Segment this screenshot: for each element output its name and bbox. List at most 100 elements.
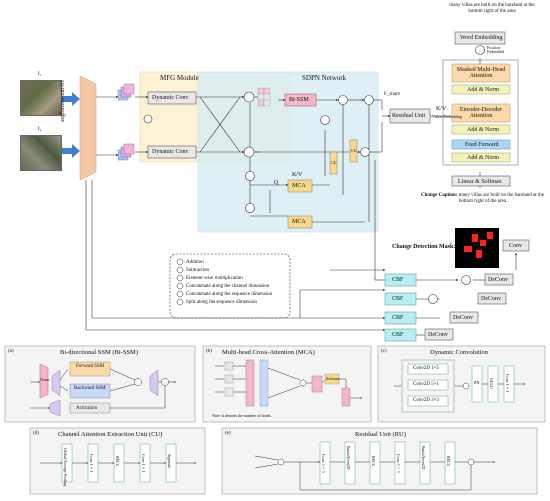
d-gap-label: Global Average Pooling xyxy=(63,448,68,487)
d-sigmoid-label: Sigmoid xyxy=(167,454,172,468)
dynamic-conv-bottom-label: Dynamic Conv xyxy=(152,149,189,155)
panel-a-title: Bi-directional SSM (Bi-SSM) xyxy=(60,349,139,356)
input-arrow-bottom xyxy=(62,144,80,158)
b-reshape-box-2 xyxy=(259,359,269,407)
cbf-label-1: CBF xyxy=(392,277,404,283)
panel-d-tag: (d) xyxy=(33,431,39,436)
c-conv1x5-label: Conv2D 1×5 xyxy=(413,366,440,371)
kv-decoder-label: K/V xyxy=(436,106,447,112)
change-caption-text: Change Caption: many villas are built on… xyxy=(420,193,545,205)
change-caption-body: many villas are built on the bareland at… xyxy=(458,193,545,204)
legend-split: Split along the sequence dimension xyxy=(186,300,257,305)
b-scaling-box xyxy=(311,375,323,393)
operator-nodes xyxy=(143,45,485,304)
c-conv3x3-label: Conv2D 3×3 xyxy=(413,398,440,403)
cu-left-label: CU xyxy=(331,160,337,165)
input-arrow-top xyxy=(62,92,80,106)
feature-cube-top xyxy=(117,83,135,101)
cbf-label-2: CBF xyxy=(392,296,404,302)
cu-right-label: CU xyxy=(351,148,357,153)
residual-unit-box xyxy=(389,108,431,124)
cbf-box-3 xyxy=(384,311,417,325)
b-mult-op xyxy=(299,379,307,387)
add-norm-box-2 xyxy=(451,124,511,135)
change-caption-heading: Change Caption: xyxy=(420,193,458,198)
legend-subtraction: Subtraction xyxy=(186,268,210,273)
panel-a-tag: (a) xyxy=(8,349,14,354)
a-linear-trap xyxy=(51,369,61,397)
c-conv1x1-label: Conv 1×1 xyxy=(505,374,510,393)
e-add-op xyxy=(467,458,475,466)
b-softmax-label: Softmax xyxy=(326,376,340,381)
panel-e-title: Residual Unit (RU) xyxy=(355,431,406,438)
cbf-box-4 xyxy=(384,328,417,342)
sdpn-network-title: SDPN Network xyxy=(302,74,347,82)
kv-label: K/V xyxy=(292,172,303,178)
linear-softmax-box xyxy=(451,175,511,187)
vision-embedding-label: Vision Embedding xyxy=(432,114,462,119)
conv-label: Conv xyxy=(509,243,523,249)
e-relu1-label: RELU xyxy=(371,456,376,467)
concat-token-grid xyxy=(257,87,271,107)
c-conv5x1-box xyxy=(407,379,449,391)
a-forward-ssm-label: Forward SSM xyxy=(76,364,105,369)
deconv-label-1: DeConv xyxy=(488,277,508,283)
bi-ssm-label: Bi-SSM xyxy=(289,97,309,103)
cu-box-left xyxy=(329,151,338,175)
d-conv2-label: Conv 1×1 xyxy=(141,454,146,473)
deconv-box-3 xyxy=(449,311,479,324)
segformer-label: segformer-mit-b1 xyxy=(60,79,66,122)
c-conv1x5-box xyxy=(407,363,449,375)
a-act-trap xyxy=(49,399,61,417)
panel-c-tag: (c) xyxy=(381,349,387,354)
cu-box-right xyxy=(349,139,358,163)
b-reshape-box-1 xyxy=(245,359,255,407)
dynamic-conv-top-label: Dynamic Conv xyxy=(152,95,189,101)
change-mask-regions xyxy=(464,232,493,258)
panel-d-title: Channel Attention Extraction Unit (CU) xyxy=(58,431,163,438)
legend-symbols xyxy=(176,258,184,306)
legend-box xyxy=(169,253,291,319)
d-relu-label: RELU xyxy=(115,456,120,467)
cbf-label-4: CBF xyxy=(392,332,404,338)
add-norm-box-3 xyxy=(451,152,511,163)
f-share-label: F_share xyxy=(384,92,400,97)
panel-b-tag: (b) xyxy=(206,349,212,354)
label-t1: I₁ xyxy=(38,72,42,77)
legend-multiplication: Element-wise multiplication xyxy=(186,276,243,281)
mca-box-bottom xyxy=(287,215,313,229)
dynamic-conv-bottom-box xyxy=(147,145,197,159)
add-norm-box-1 xyxy=(451,84,511,95)
connection-lines xyxy=(85,58,518,336)
feed-forward-label: Feed Forward xyxy=(465,142,499,148)
change-mask-label: Change Detection Mask: xyxy=(392,244,456,250)
a-norm-trap xyxy=(39,363,49,399)
caption-text: many villas are built on the bareland at… xyxy=(449,3,535,14)
c-gelu-label: GELU xyxy=(489,378,494,389)
add-norm-label-3: Add & Norm xyxy=(467,155,499,161)
dynamic-conv-top-box xyxy=(147,91,197,105)
e-concat-op xyxy=(277,458,285,466)
linear-softmax-label: Linear & Softmax xyxy=(458,179,502,185)
deconv-label-4: DeConv xyxy=(428,332,448,338)
c-conv3x3-box xyxy=(407,395,449,407)
encoder-decoder-label: Encoder-Decoder Attention xyxy=(459,107,503,119)
add-norm-label-1: Add & Norm xyxy=(467,87,499,93)
legend-concat-channel: Concatenate along the channel dimension xyxy=(186,284,270,289)
b-reshape-box-3 xyxy=(341,387,351,407)
residual-unit-label: Residual Unit xyxy=(392,113,426,119)
add-norm-label-2: Add & Norm xyxy=(467,127,499,133)
panel-c-title: Dynamic Convolution xyxy=(430,349,488,356)
masked-mha-label: Masked Multi-Head Attention xyxy=(456,67,506,79)
encoder-decoder-attn-box xyxy=(451,103,511,123)
a-backward-ssm-label: Backward SSM xyxy=(74,386,106,391)
mfg-module-title: MFG Module xyxy=(160,74,199,82)
mca-box-top xyxy=(287,179,313,193)
satellite-image-t1 xyxy=(20,80,62,116)
panel-b-frame xyxy=(202,345,372,423)
panel-e-tag: (e) xyxy=(225,431,231,436)
a-norm-label: Norm xyxy=(40,377,50,382)
masked-mha-box xyxy=(451,63,511,83)
legend-concat-sequence: Concatenate along the sequence dimension xyxy=(186,292,273,297)
